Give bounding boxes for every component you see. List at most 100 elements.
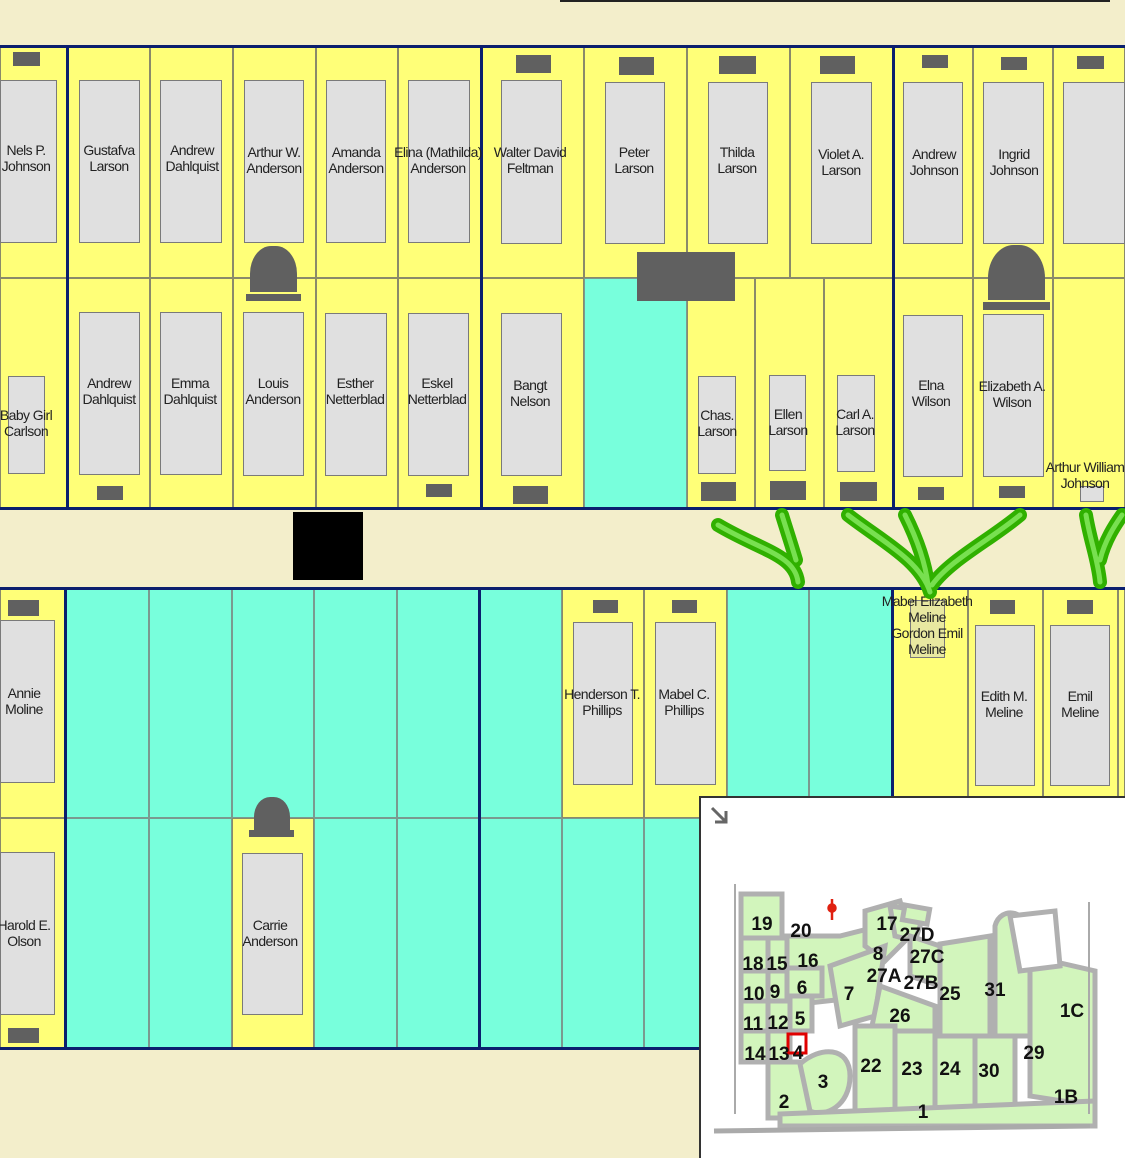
headstone (426, 484, 452, 497)
large-monument (637, 252, 735, 301)
grave[interactable] (160, 80, 222, 243)
section-label-2[interactable]: 2 (779, 1092, 790, 1113)
grave[interactable] (811, 82, 872, 244)
section-label-10[interactable]: 10 (743, 984, 764, 1005)
grave[interactable] (1080, 486, 1104, 502)
monument (254, 797, 290, 830)
location-marker-icon (827, 899, 837, 920)
grave[interactable] (501, 313, 562, 476)
monument (988, 245, 1045, 300)
section-label-27b[interactable]: 27B (904, 973, 939, 994)
grave[interactable] (910, 600, 945, 658)
headstone (1077, 56, 1104, 69)
section-label-5[interactable]: 5 (795, 1009, 806, 1030)
grave-label: Harold E. Olson (0, 917, 51, 949)
headstone (516, 55, 551, 73)
headstone (13, 52, 40, 66)
grave-label: Ellen Larson (768, 406, 808, 438)
grave[interactable] (573, 622, 633, 785)
grave[interactable] (655, 622, 716, 785)
monument-base (983, 302, 1050, 310)
grave-label: Gustafva Larson (83, 142, 135, 174)
grave[interactable] (903, 315, 963, 477)
grave[interactable] (8, 376, 45, 474)
headstone (922, 55, 948, 68)
section-label-11[interactable]: 11 (743, 1014, 764, 1035)
grave[interactable] (242, 853, 303, 1015)
grave[interactable] (837, 375, 875, 472)
grave[interactable] (79, 80, 140, 243)
grave[interactable] (698, 376, 736, 474)
grave[interactable] (501, 80, 562, 244)
grave[interactable] (326, 80, 386, 243)
grave[interactable] (708, 82, 768, 244)
grave-label: Violet A. Larson (818, 146, 864, 178)
section-label-31[interactable]: 31 (984, 980, 1006, 1001)
section-label-26[interactable]: 26 (889, 1006, 910, 1027)
section-label-15[interactable]: 15 (766, 954, 788, 975)
section-label-14[interactable]: 14 (744, 1044, 766, 1065)
headstone (701, 482, 736, 501)
grave[interactable] (0, 80, 57, 243)
grave[interactable] (408, 313, 469, 476)
grave[interactable] (244, 80, 304, 243)
grave-label: Baby Girl Carlson (0, 407, 53, 439)
grave[interactable] (975, 625, 1035, 786)
section-label-16[interactable]: 16 (797, 951, 818, 972)
grave[interactable] (243, 312, 304, 476)
grave[interactable] (1063, 82, 1125, 244)
grave-label: Louis Anderson (245, 375, 301, 407)
grave[interactable] (983, 314, 1044, 477)
section-label-1[interactable]: 1 (918, 1102, 929, 1123)
section-label-29[interactable]: 29 (1023, 1043, 1044, 1064)
section-label-18[interactable]: 18 (742, 954, 763, 975)
selected-section-highlight (786, 1032, 808, 1055)
section-label-20[interactable]: 20 (790, 921, 811, 942)
grave[interactable] (0, 852, 55, 1015)
section-label-1c[interactable]: 1C (1060, 1001, 1085, 1022)
monument-base (249, 830, 294, 837)
section-label-3[interactable]: 3 (818, 1072, 829, 1093)
section-label-24[interactable]: 24 (939, 1059, 961, 1080)
grave-label: Carl A. Larson (835, 406, 875, 438)
section-label-25[interactable]: 25 (939, 984, 961, 1005)
section-label-27a[interactable]: 27A (867, 966, 902, 987)
section-label-9[interactable]: 9 (770, 982, 781, 1003)
grave-label: Edith M. Meline (980, 688, 1028, 720)
headstone (97, 486, 123, 500)
grave[interactable] (0, 620, 55, 783)
monument-base (246, 294, 301, 301)
grave[interactable] (903, 82, 963, 244)
section-label-8[interactable]: 8 (873, 944, 884, 965)
section-label-4[interactable]: 4 (793, 1043, 804, 1064)
grave[interactable] (79, 312, 140, 475)
grave-label: Bangt Nelson (510, 377, 551, 409)
section-label-7[interactable]: 7 (844, 984, 855, 1005)
section-label-30[interactable]: 30 (978, 1061, 999, 1082)
section-label-19[interactable]: 19 (751, 914, 772, 935)
section-label-13[interactable]: 13 (768, 1044, 789, 1065)
section-label-1b[interactable]: 1B (1054, 1087, 1078, 1108)
grave[interactable] (1050, 625, 1110, 786)
grave[interactable] (605, 82, 665, 244)
headstone (513, 486, 548, 504)
grave-label: Andrew Johnson (909, 146, 959, 178)
section-label-6[interactable]: 6 (797, 978, 808, 999)
grave-label: Arthur W. Anderson (246, 144, 302, 176)
headstone (820, 56, 855, 74)
grave[interactable] (769, 375, 806, 471)
grave-label: Annie Moline (5, 685, 43, 717)
grave[interactable] (325, 313, 387, 476)
section-label-17[interactable]: 17 (876, 914, 897, 935)
grave[interactable] (408, 80, 470, 243)
grave[interactable] (160, 312, 222, 475)
section-label-27d[interactable]: 27D (900, 925, 935, 946)
section-label-12[interactable]: 12 (767, 1013, 788, 1034)
section-label-22[interactable]: 22 (860, 1056, 881, 1077)
section-label-23[interactable]: 23 (901, 1059, 922, 1080)
section-label-27c[interactable]: 27C (910, 947, 945, 968)
top-edge-line (560, 0, 1110, 2)
grave[interactable] (983, 82, 1044, 244)
